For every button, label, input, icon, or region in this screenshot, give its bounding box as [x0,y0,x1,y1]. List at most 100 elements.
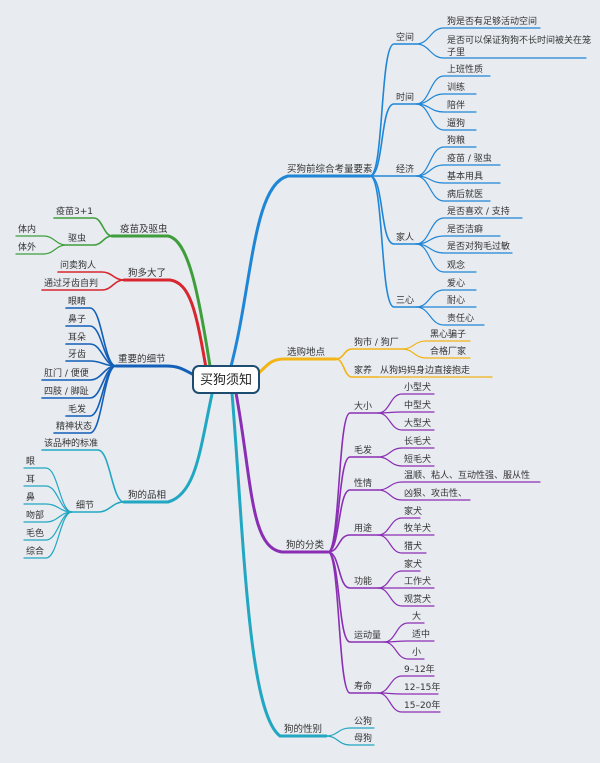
leaf-label: 耳 [26,474,35,485]
connector [15,244,67,255]
connector [383,641,425,660]
leaf-label: 是否洁癖 [447,223,483,235]
leaf-label: 牧羊犬 [404,522,431,534]
group-label: 用途 [354,522,372,534]
connector [415,164,501,177]
leaf-label: 眼睛 [68,296,86,307]
connector [377,517,421,536]
leaf-label: 疫苗3+1 [56,205,93,217]
leaf-label: 大 [412,610,421,622]
group-label: 家养 [354,364,372,376]
connector [327,551,379,694]
connector [71,501,125,513]
connector [377,489,471,501]
leaf-label: 黑心骗子 [430,328,466,340]
group-label: 毛发 [354,444,372,456]
leaf-label: 小 [412,647,421,658]
leaf-label: 凶狠、攻击性、 [404,487,467,499]
group-label: 家人 [396,231,414,243]
leaf-label: 温顺、粘人、互动性强、服从性 [404,469,530,481]
leaf-label: 问卖狗人 [60,259,96,271]
group-label: 狗市 / 狗厂 [354,336,399,348]
connector [377,570,421,589]
group-label: 性情 [354,477,372,489]
connector [53,365,117,434]
connector [415,243,477,273]
connector [415,289,477,308]
connector [377,692,441,713]
connector [377,692,439,695]
branch-label-location: 选购地点 [287,346,326,358]
leaf-label: 9–12年 [404,663,435,675]
leaf-label: 综合 [26,545,44,557]
connector [369,175,417,308]
connector [327,456,379,553]
leaf-label: 牙齿 [68,349,86,360]
leaf-label: 肛门 / 便便 [44,367,89,379]
connector [401,348,471,359]
leaf-label: 鼻 [26,491,35,503]
connector [41,449,125,503]
connector [415,175,491,202]
branch-gender [230,391,375,746]
connector [415,75,491,105]
connector [234,391,330,554]
leaf-label: 小型犬 [404,381,431,393]
leaf-label: 子里 [447,47,465,58]
connector [415,235,501,245]
connector [65,235,113,246]
group-label: 空间 [396,31,414,43]
leaf-label: 适中 [412,628,430,640]
branch-label-types: 狗的分类 [286,539,325,551]
leaf-label: 母狗 [354,732,372,744]
leaf-label: 疫苗 / 驱虫 [447,152,492,164]
connector [53,217,113,237]
group-label: 三心 [396,295,414,306]
leaf-label: 家犬 [404,505,422,517]
center-node [192,365,260,394]
connector [377,481,541,491]
connector [415,306,485,326]
leaf-label: 耐心 [447,294,465,306]
leaf-label: 是否喜欢 / 支持 [447,205,510,217]
connector [327,534,379,553]
connector [369,43,417,177]
leaf-label: 合格厂家 [430,345,466,357]
leaf-label: 长毛犬 [404,435,431,447]
leaf-label: 该品种的标准 [44,437,98,449]
group-label: 功能 [354,575,372,587]
branch-label-factors: 买狗前综合考量要素 [287,163,373,175]
leaf-label: 精神状态 [56,420,92,432]
connector [377,412,435,431]
leaf-label: 眼 [26,456,35,467]
connector [15,235,67,246]
leaf-label: 毛发 [68,403,86,415]
branch-types [234,391,541,713]
connector [23,503,73,513]
connector [122,278,208,370]
connector [230,391,328,738]
connector [41,279,125,291]
branch-label-gender: 狗的性别 [284,723,322,735]
leaf-label: 中型犬 [404,399,431,411]
leaf-label: 耳朵 [68,332,86,343]
connector [415,217,523,245]
connector [369,175,417,245]
connector [377,675,435,694]
leaf-label: 12–15年 [404,681,440,693]
leaf-label: 爱心 [447,278,465,289]
leaf-label: 基本用具 [447,170,483,182]
branch-vaccine [15,217,212,368]
leaf-label: 毛色 [26,527,44,539]
branch-factors [228,27,587,372]
leaf-label: 是否对狗毛过敏 [447,240,510,252]
leaf-label: 观念 [447,259,465,271]
connector [377,411,435,414]
leaf-label: 猎犬 [404,540,422,552]
group-label: 大小 [354,400,372,412]
connector [325,727,375,737]
connector [377,534,427,554]
connector [65,325,117,367]
leaf-label: 观赏犬 [404,593,431,605]
